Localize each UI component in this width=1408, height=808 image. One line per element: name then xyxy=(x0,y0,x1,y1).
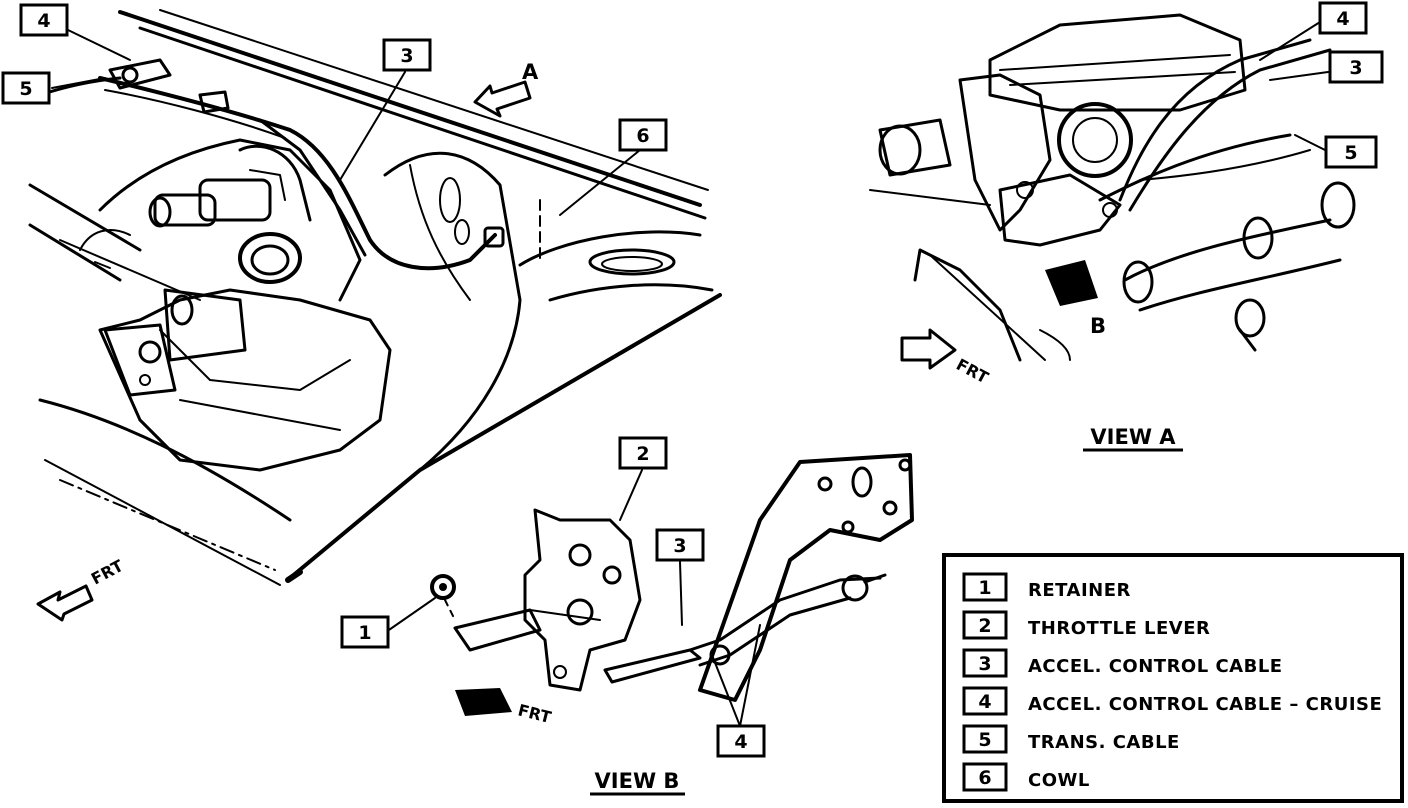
legend-row: 5 TRANS. CABLE xyxy=(962,724,1180,754)
legend-number: 6 xyxy=(978,767,991,789)
legend-label: RETAINER xyxy=(1028,580,1131,601)
legend-number: 5 xyxy=(978,729,991,751)
view-b-title-group: VIEW B xyxy=(590,769,685,796)
legend-row: 4 ACCEL. CONTROL CABLE – CRUISE xyxy=(962,686,1382,716)
front-label-view-a: FRT xyxy=(953,355,992,388)
view-a-title-group: VIEW A xyxy=(1083,425,1183,452)
front-arrow-view-a: FRT xyxy=(900,328,992,388)
leader-lines xyxy=(51,21,1329,727)
legend-label: COWL xyxy=(1028,770,1090,791)
callout-number: 3 xyxy=(1349,57,1362,79)
callout-view-b-4: 4 xyxy=(716,724,766,758)
callout-main-5: 5 xyxy=(1,71,51,105)
front-label-main: FRT xyxy=(88,556,127,589)
view-b-illustration xyxy=(430,453,914,702)
callout-view-a-3: 3 xyxy=(1328,50,1384,84)
legend-row: 1 RETAINER xyxy=(962,572,1131,602)
legend-label: ACCEL. CONTROL CABLE xyxy=(1028,656,1283,677)
callout-view-a-5: 5 xyxy=(1324,135,1378,169)
callout-main-4: 4 xyxy=(19,3,69,37)
legend-number: 1 xyxy=(978,577,991,599)
callout-number: 5 xyxy=(1344,142,1357,164)
view-a-marker: A xyxy=(522,60,539,84)
view-a-title: VIEW A xyxy=(1090,425,1176,449)
legend-number: 3 xyxy=(978,653,991,675)
view-a-direction-arrow: A xyxy=(473,60,539,118)
callout-number: 5 xyxy=(19,78,32,100)
callout-number: 4 xyxy=(734,731,747,753)
callout-view-b-3: 3 xyxy=(655,528,705,562)
legend-label: TRANS. CABLE xyxy=(1028,732,1180,753)
callout-main-6: 6 xyxy=(618,118,668,152)
legend-row: 2 THROTTLE LEVER xyxy=(962,610,1210,640)
legend-label: ACCEL. CONTROL CABLE – CRUISE xyxy=(1028,694,1382,715)
legend-number: 2 xyxy=(978,615,991,637)
callout-number: 3 xyxy=(673,535,686,557)
front-arrow-main: FRT xyxy=(36,556,127,622)
callout-view-a-4: 4 xyxy=(1318,1,1368,35)
callout-main-3: 3 xyxy=(382,38,432,72)
front-label-view-b: FRT xyxy=(516,700,553,727)
view-a-illustration xyxy=(869,13,1356,362)
main-engine-bay-illustration xyxy=(28,9,722,586)
callout-view-b-2: 2 xyxy=(618,436,668,470)
front-arrow-view-b: FRT xyxy=(455,688,553,727)
view-b-direction-arrow: B xyxy=(1090,314,1106,338)
callout-number: 4 xyxy=(1336,8,1349,30)
callout-number: 1 xyxy=(358,622,371,644)
callout-number: 2 xyxy=(636,443,649,465)
view-b-title: VIEW B xyxy=(595,769,680,793)
legend-row: 3 ACCEL. CONTROL CABLE xyxy=(962,648,1283,678)
callout-number: 3 xyxy=(400,45,413,67)
legend-label: THROTTLE LEVER xyxy=(1028,618,1210,639)
callout-view-b-1: 1 xyxy=(340,615,390,649)
callout-number: 6 xyxy=(636,125,649,147)
legend: 1 RETAINER 2 THROTTLE LEVER 3 ACCEL. CON… xyxy=(942,553,1404,803)
legend-row: 6 COWL xyxy=(962,762,1090,792)
view-b-marker: B xyxy=(1090,314,1106,338)
callout-number: 4 xyxy=(37,10,50,32)
legend-number: 4 xyxy=(978,691,991,713)
